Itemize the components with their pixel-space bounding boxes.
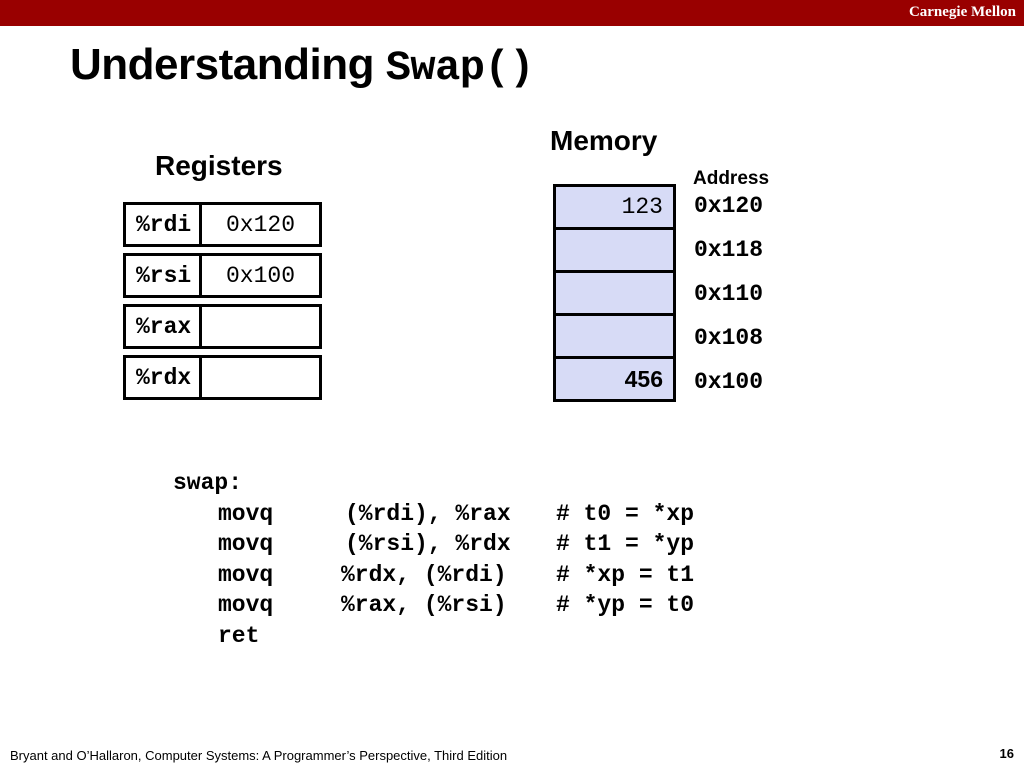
memory-address: 0x118 — [694, 237, 764, 263]
memory-block: 123 456 — [553, 184, 676, 402]
title-code: Swap() — [385, 44, 535, 92]
register-value: 0x120 — [225, 211, 295, 238]
register-value — [202, 358, 319, 397]
slide-title: Understanding Swap() — [70, 40, 534, 92]
title-text: Understanding — [70, 40, 386, 89]
register-rax: %rax — [123, 304, 322, 349]
register-name: %rsi — [126, 256, 202, 295]
code-line: movq (%rsi), %rdx # t1 = *yp — [173, 529, 694, 560]
memory-cell — [556, 230, 673, 273]
register-name: %rax — [126, 307, 202, 346]
memory-cell — [556, 273, 673, 316]
address-heading: Address — [693, 168, 770, 189]
memory-address: 0x110 — [694, 281, 764, 307]
code-args: %rax, (%rsi) — [341, 592, 507, 618]
header-bar: Carnegie Mellon — [0, 0, 1024, 26]
registers-heading: Registers — [155, 150, 283, 181]
code-op: movq — [218, 592, 274, 618]
code-line: ret — [173, 621, 259, 652]
register-name: %rdi — [126, 205, 202, 244]
code-label: swap: — [173, 470, 243, 496]
memory-heading: Memory — [550, 125, 658, 156]
code-op: movq — [218, 531, 274, 557]
code-args: (%rsi), %rdx — [345, 531, 511, 557]
code-args: (%rdi), %rax — [345, 500, 511, 527]
code-line: movq %rdx, (%rdi) # *xp = t1 — [173, 560, 694, 591]
register-rsi: %rsi 0x100 — [123, 253, 322, 298]
register-value — [202, 307, 319, 346]
memory-address: 0x100 — [694, 369, 764, 395]
code-args: %rdx, (%rdi) — [341, 561, 507, 588]
memory-cell: 123 — [556, 187, 673, 230]
code-label-line: swap: — [173, 468, 242, 499]
memory-address: 0x108 — [694, 325, 764, 351]
code-comment: # t0 = *xp — [556, 500, 695, 527]
register-rdx: %rdx — [123, 355, 322, 400]
code-comment: # *xp = t1 — [556, 561, 695, 588]
code-op: ret — [218, 622, 260, 649]
register-rdi: %rdi 0x120 — [123, 202, 322, 247]
footer-citation: Bryant and O’Hallaron, Computer Systems:… — [10, 748, 508, 763]
code-comment: # *yp = t0 — [556, 592, 695, 618]
code-comment: # t1 = *yp — [556, 531, 695, 557]
memory-cell: 456 — [556, 359, 673, 399]
register-name: %rdx — [126, 358, 202, 397]
page-number: 16 — [999, 746, 1014, 761]
brand-label: Carnegie Mellon — [908, 4, 1016, 20]
code-op: movq — [218, 500, 274, 527]
code-op: movq — [218, 561, 274, 588]
code-line: movq %rax, (%rsi) # *yp = t0 — [173, 590, 694, 621]
memory-cell — [556, 316, 673, 359]
assembly-code: swap: movq (%rdi), %rax # t0 = *xp movq … — [173, 468, 694, 652]
code-line: movq (%rdi), %rax # t0 = *xp — [173, 499, 694, 530]
register-value: 0x100 — [225, 262, 295, 289]
memory-address: 0x120 — [694, 193, 764, 219]
